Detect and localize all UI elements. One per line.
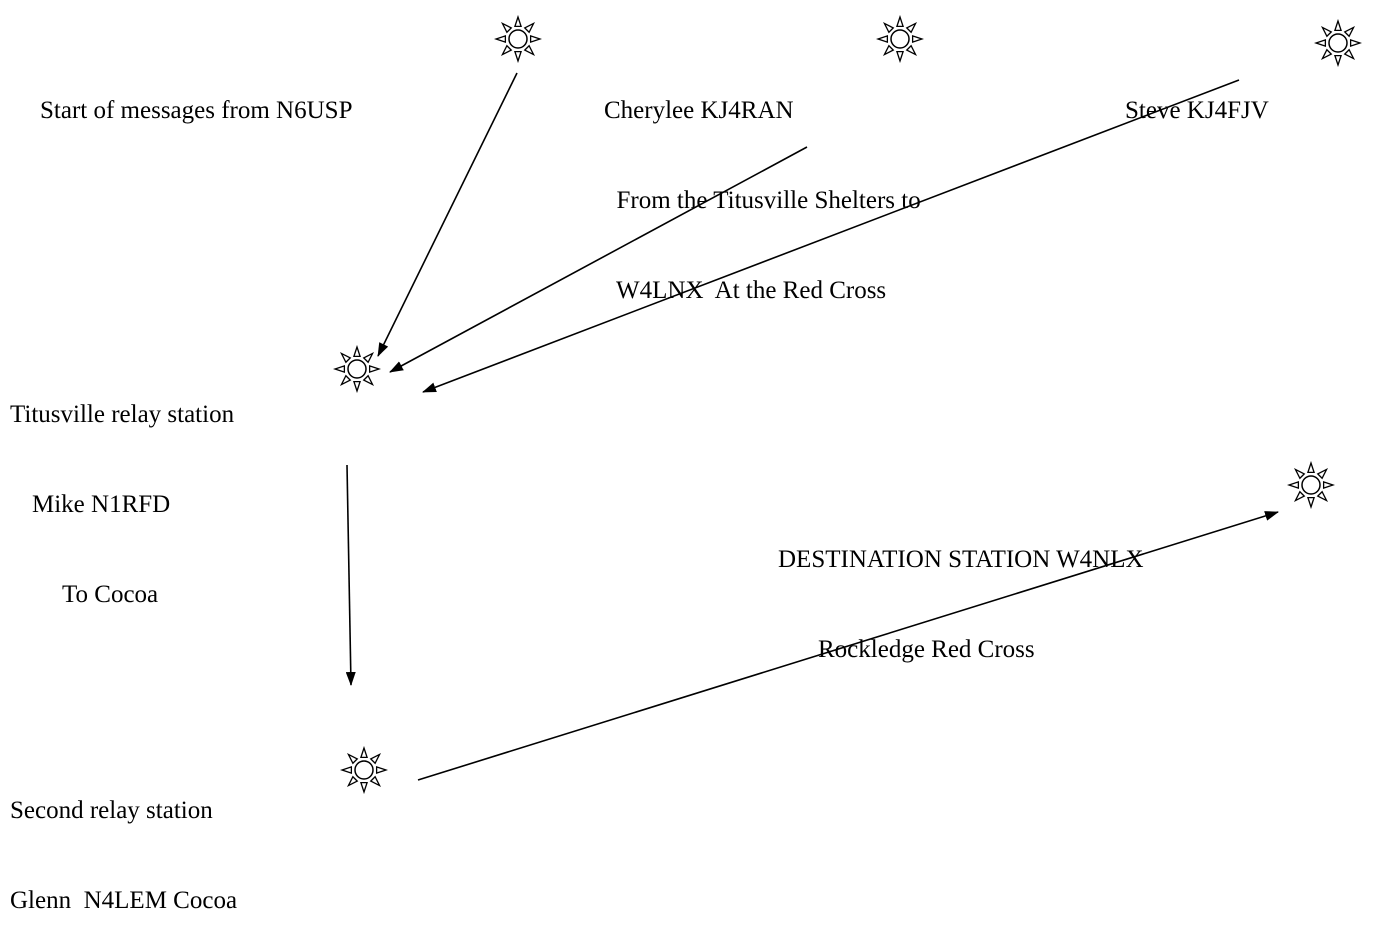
sun-icon <box>493 14 543 64</box>
node-destination-line-2: Rockledge Red Cross <box>818 636 1035 663</box>
node-titusville-relay-line-2: Mike N1RFD <box>32 491 171 518</box>
node-second-relay-line-2: Glenn N4LEM Cocoa <box>10 887 238 914</box>
node-cherylee-line-3: W4LNX At the Red Cross <box>604 277 887 304</box>
node-second-relay-label: Second relay station Glenn N4LEM Cocoa <box>10 736 237 946</box>
sun-icon <box>332 344 382 394</box>
node-n6usp-label: Start of messages from N6USP <box>40 36 352 156</box>
arrow-titusville-relay-to-second-relay <box>345 464 356 686</box>
node-destination-line-1: DESTINATION STATION W4NLX <box>778 546 1144 573</box>
node-steve-label: Steve KJ4FJV <box>1125 36 1269 156</box>
arrow-layer <box>345 72 1279 781</box>
node-cherylee-line-1: Cherylee KJ4RAN <box>604 97 794 124</box>
arrow-second-relay-to-destination <box>417 511 1279 781</box>
node-titusville-relay-label: Titusville relay station Mike N1RFD To C… <box>10 340 234 640</box>
node-destination-label: DESTINATION STATION W4NLX Rockledge Red … <box>778 485 1144 695</box>
node-cherylee-label: Cherylee KJ4RAN From the Titusville Shel… <box>604 36 921 336</box>
arrow-n6usp-to-titusville-relay <box>377 72 518 357</box>
node-cherylee-line-2: From the Titusville Shelters to <box>604 187 921 214</box>
sun-icon <box>1313 18 1363 68</box>
sun-icon <box>339 745 389 795</box>
arrow-cherylee-to-titusville-relay <box>389 146 808 373</box>
node-second-relay-line-1: Second relay station <box>10 797 213 824</box>
node-steve-line-1: Steve KJ4FJV <box>1125 97 1269 124</box>
sun-icon <box>875 14 925 64</box>
sun-icon <box>1286 460 1336 510</box>
arrow-steve-to-titusville-relay <box>422 79 1240 393</box>
node-titusville-relay-line-1: Titusville relay station <box>10 401 235 428</box>
node-titusville-relay-line-3: To Cocoa <box>62 581 159 608</box>
node-n6usp-line-1: Start of messages from N6USP <box>40 97 353 124</box>
